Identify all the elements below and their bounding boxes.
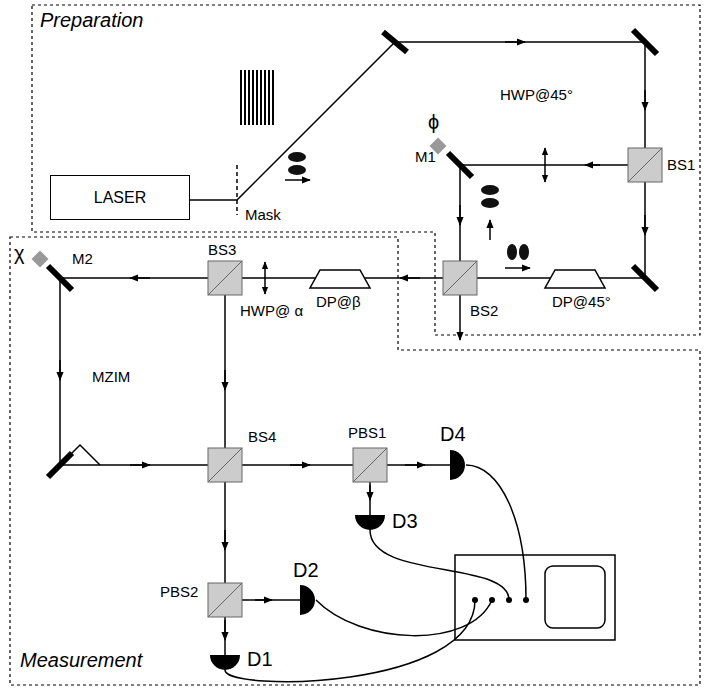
detector-label: D3 bbox=[392, 509, 418, 533]
region-title: Preparation bbox=[40, 9, 143, 32]
phase-symbol: χ bbox=[14, 241, 25, 265]
dashed-region bbox=[32, 5, 700, 335]
prism-label: DP@45° bbox=[552, 293, 611, 311]
mirror-label: M1 bbox=[415, 148, 436, 166]
detector-label: D4 bbox=[440, 422, 466, 446]
waveplate-label: HWP@45° bbox=[500, 86, 573, 104]
beamsplitter-label: BS2 bbox=[470, 302, 498, 320]
waveplate-label: HWP@ α bbox=[240, 302, 303, 320]
beamsplitter-label: PBS2 bbox=[160, 583, 198, 601]
phase-symbol: ϕ bbox=[428, 110, 439, 134]
laser-box: LASER bbox=[50, 175, 190, 220]
region-outline: PreparationLASER bbox=[32, 5, 700, 335]
beamsplitter-label: PBS1 bbox=[348, 424, 386, 442]
mirror-label: M2 bbox=[72, 250, 93, 268]
beamsplitter-label: BS1 bbox=[667, 156, 695, 174]
detector-label: D1 bbox=[247, 647, 273, 671]
detector-label: D2 bbox=[293, 558, 319, 582]
beamsplitter-label: BS3 bbox=[208, 241, 236, 259]
prism-label: DP@β bbox=[316, 293, 361, 311]
region-title: Measurement bbox=[20, 649, 142, 672]
laser-label: LASER bbox=[94, 189, 146, 207]
mask-label: Mask bbox=[245, 206, 281, 224]
beamsplitter-label: BS4 bbox=[248, 428, 276, 446]
interferometer-label: MZIM bbox=[92, 368, 130, 386]
